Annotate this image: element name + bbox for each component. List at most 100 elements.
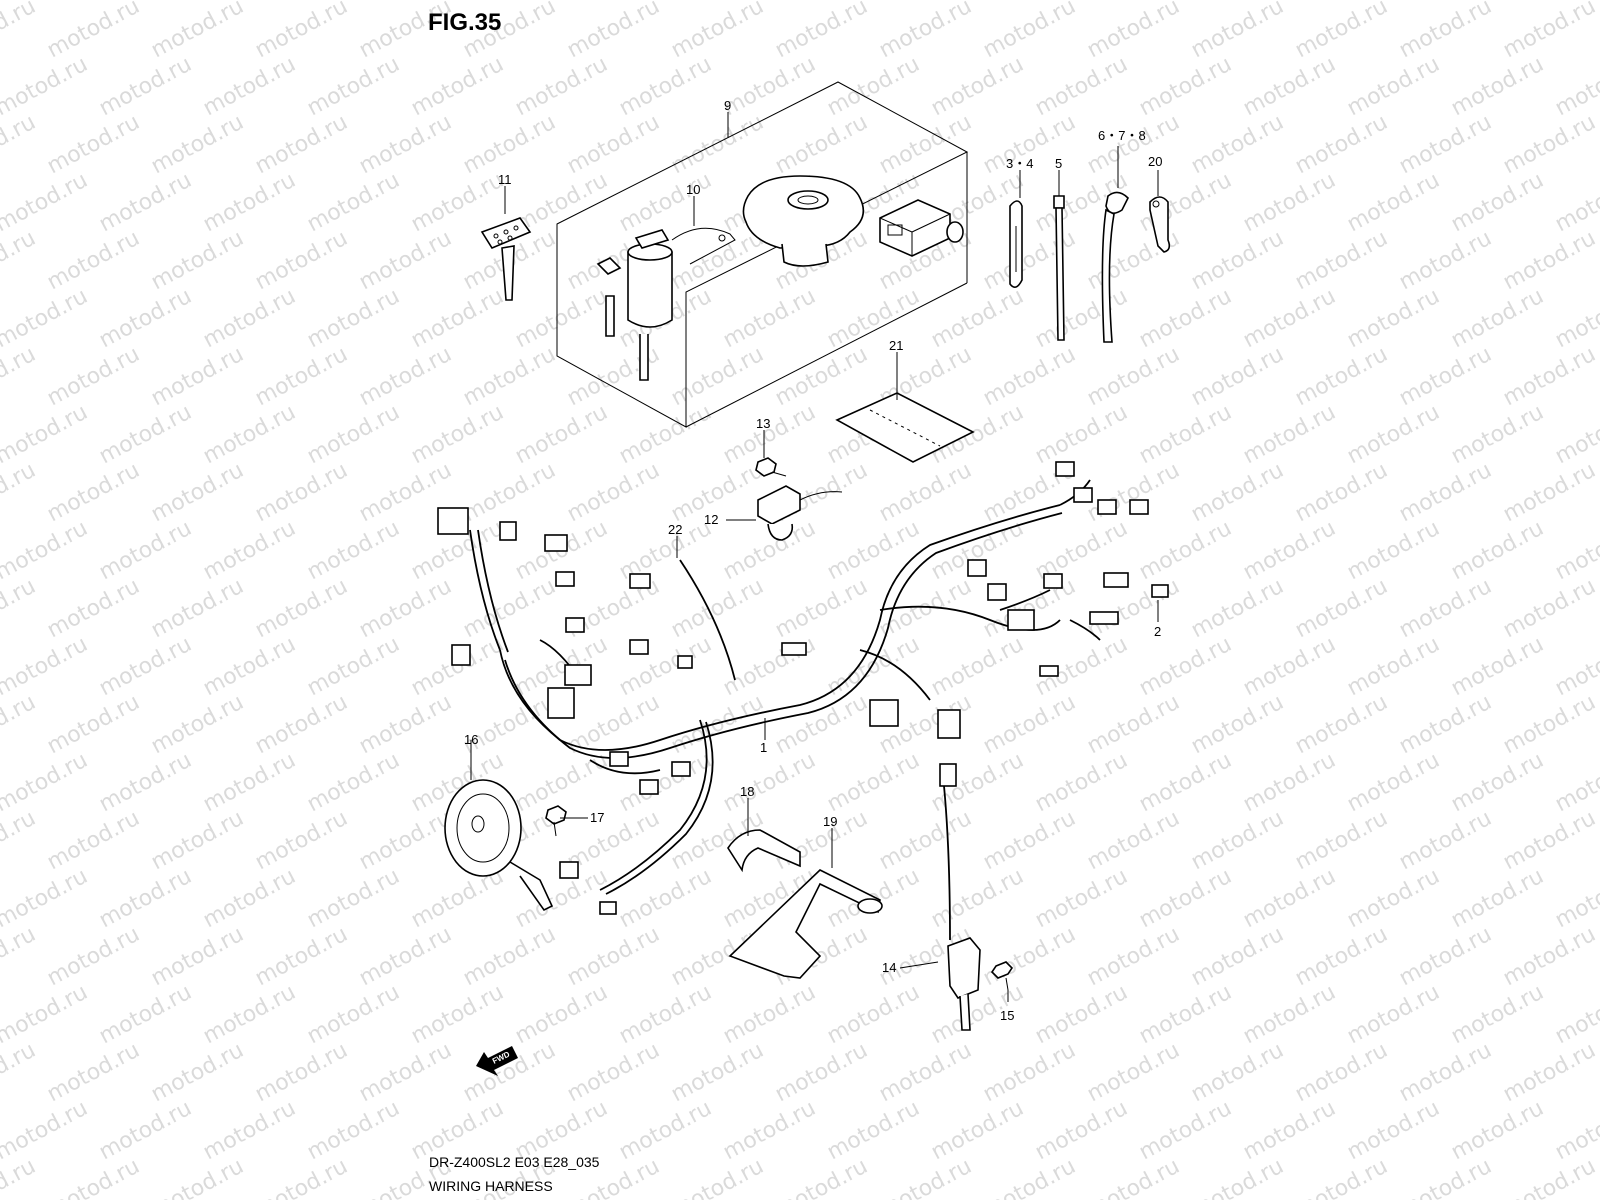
watermark-text: motod.ru [771,690,872,759]
watermark-text: motod.ru [1187,458,1288,527]
watermark-text: motod.ru [511,980,612,1049]
watermark-text: motod.ru [251,110,352,179]
watermark-text: motod.ru [355,922,456,991]
watermark-text: motod.ru [1187,1154,1288,1200]
watermark-text: motod.ru [927,1096,1028,1165]
watermark-text: motod.ru [199,168,300,237]
watermark-text: motod.ru [1291,690,1392,759]
watermark-text: motod.ru [823,1096,924,1165]
watermark-text: motod.ru [303,168,404,237]
watermark-text: motod.ru [1291,342,1392,411]
watermark-text: motod.ru [251,458,352,527]
watermark-text: motod.ru [1135,1096,1236,1165]
watermark-text: motod.ru [1499,226,1600,295]
watermark-text: motod.ru [303,400,404,469]
watermark-text: motod.ru [95,632,196,701]
callout-6-7-8: 6・7・8 [1098,128,1146,143]
watermark-text: motod.ru [43,1154,144,1200]
watermark-text: motod.ru [43,690,144,759]
watermark-text: motod.ru [771,574,872,643]
watermark-text: motod.ru [0,922,40,991]
watermark-text: motod.ru [303,864,404,933]
watermark-text: motod.ru [251,690,352,759]
watermark-text: motod.ru [615,980,716,1049]
watermark-text: motod.ru [1239,748,1340,817]
watermark-text: motod.ru [927,632,1028,701]
watermark-text: motod.ru [1083,110,1184,179]
watermark-text: motod.ru [1291,806,1392,875]
watermark-text: motod.ru [563,110,664,179]
watermark-text: motod.ru [0,748,92,817]
watermark-text: motod.ru [251,574,352,643]
watermark-text: motod.ru [1551,748,1600,817]
watermark-text: motod.ru [1083,574,1184,643]
watermark-text: motod.ru [1395,110,1496,179]
watermark-text: motod.ru [0,168,92,237]
watermark-text: motod.ru [43,922,144,991]
watermark-text: motod.ru [1395,342,1496,411]
watermark-text: motod.ru [1291,226,1392,295]
watermark-text: motod.ru [459,110,560,179]
watermark-text: motod.ru [1187,806,1288,875]
sensor-part [943,785,1014,1031]
watermark-text: motod.ru [771,1154,872,1200]
watermark-text: motod.ru [1135,400,1236,469]
watermark-text: motod.ru [1395,690,1496,759]
watermark-text: motod.ru [927,52,1028,121]
callout-11: 11 [498,172,512,187]
watermark-text: motod.ru [615,400,716,469]
watermark-text: motod.ru [1031,748,1132,817]
callout-10: 10 [686,182,700,197]
cover-part [727,829,801,873]
watermark-text: motod.ru [1031,284,1132,353]
watermark-text: motod.ru [95,748,196,817]
watermark-text: motod.ru [1239,864,1340,933]
watermark-text: motod.ru [1135,864,1236,933]
callout-20: 20 [1148,154,1162,169]
watermark-text: motod.ru [95,516,196,585]
watermark-text: motod.ru [355,342,456,411]
watermark-text: motod.ru [1291,1038,1392,1107]
watermark-text: motod.ru [199,980,300,1049]
watermark-text: motod.ru [1343,632,1444,701]
watermark-text: motod.ru [1447,748,1548,817]
watermark-text: motod.ru [719,284,820,353]
watermark-text: motod.ru [1499,922,1600,991]
watermark-text: motod.ru [407,284,508,353]
watermark-text: motod.ru [1083,1038,1184,1107]
watermark-text: motod.ru [0,864,92,933]
watermark-text: motod.ru [1187,574,1288,643]
watermark-text: motod.ru [771,1038,872,1107]
watermark-text: motod.ru [147,342,248,411]
watermark-text: motod.ru [1239,632,1340,701]
harness-connectors [437,461,1169,915]
watermark-text: motod.ru [95,864,196,933]
watermark-text: motod.ru [147,0,248,63]
watermark-text: motod.ru [199,400,300,469]
watermark-text: motod.ru [823,632,924,701]
watermark-text: motod.ru [1135,516,1236,585]
watermark-text: motod.ru [43,458,144,527]
watermark-text: motod.ru [563,342,664,411]
watermark-text: motod.ru [147,922,248,991]
watermark-text: motod.ru [1343,1096,1444,1165]
watermark-text: motod.ru [303,748,404,817]
watermark-text: motod.ru [1447,980,1548,1049]
watermark-text: motod.ru [95,400,196,469]
watermark-text: motod.ru [199,1096,300,1165]
watermark-text: motod.ru [563,1038,664,1107]
bolt-and-switch-parts [755,457,843,541]
ignition-switch-part [596,227,736,381]
watermark-text: motod.ru [875,458,976,527]
watermark-text: motod.ru [563,458,664,527]
watermark-text: motod.ru [459,922,560,991]
watermark-text: motod.ru [1291,110,1392,179]
watermark-text: motod.ru [95,284,196,353]
watermark-text: motod.ru [1239,516,1340,585]
watermark-text: motod.ru [407,980,508,1049]
watermark-text: motod.ru [667,1038,768,1107]
watermark-text: motod.ru [667,0,768,63]
watermark-text: motod.ru [199,284,300,353]
watermark-text: motod.ru [1187,342,1288,411]
watermark-text: motod.ru [1499,458,1600,527]
